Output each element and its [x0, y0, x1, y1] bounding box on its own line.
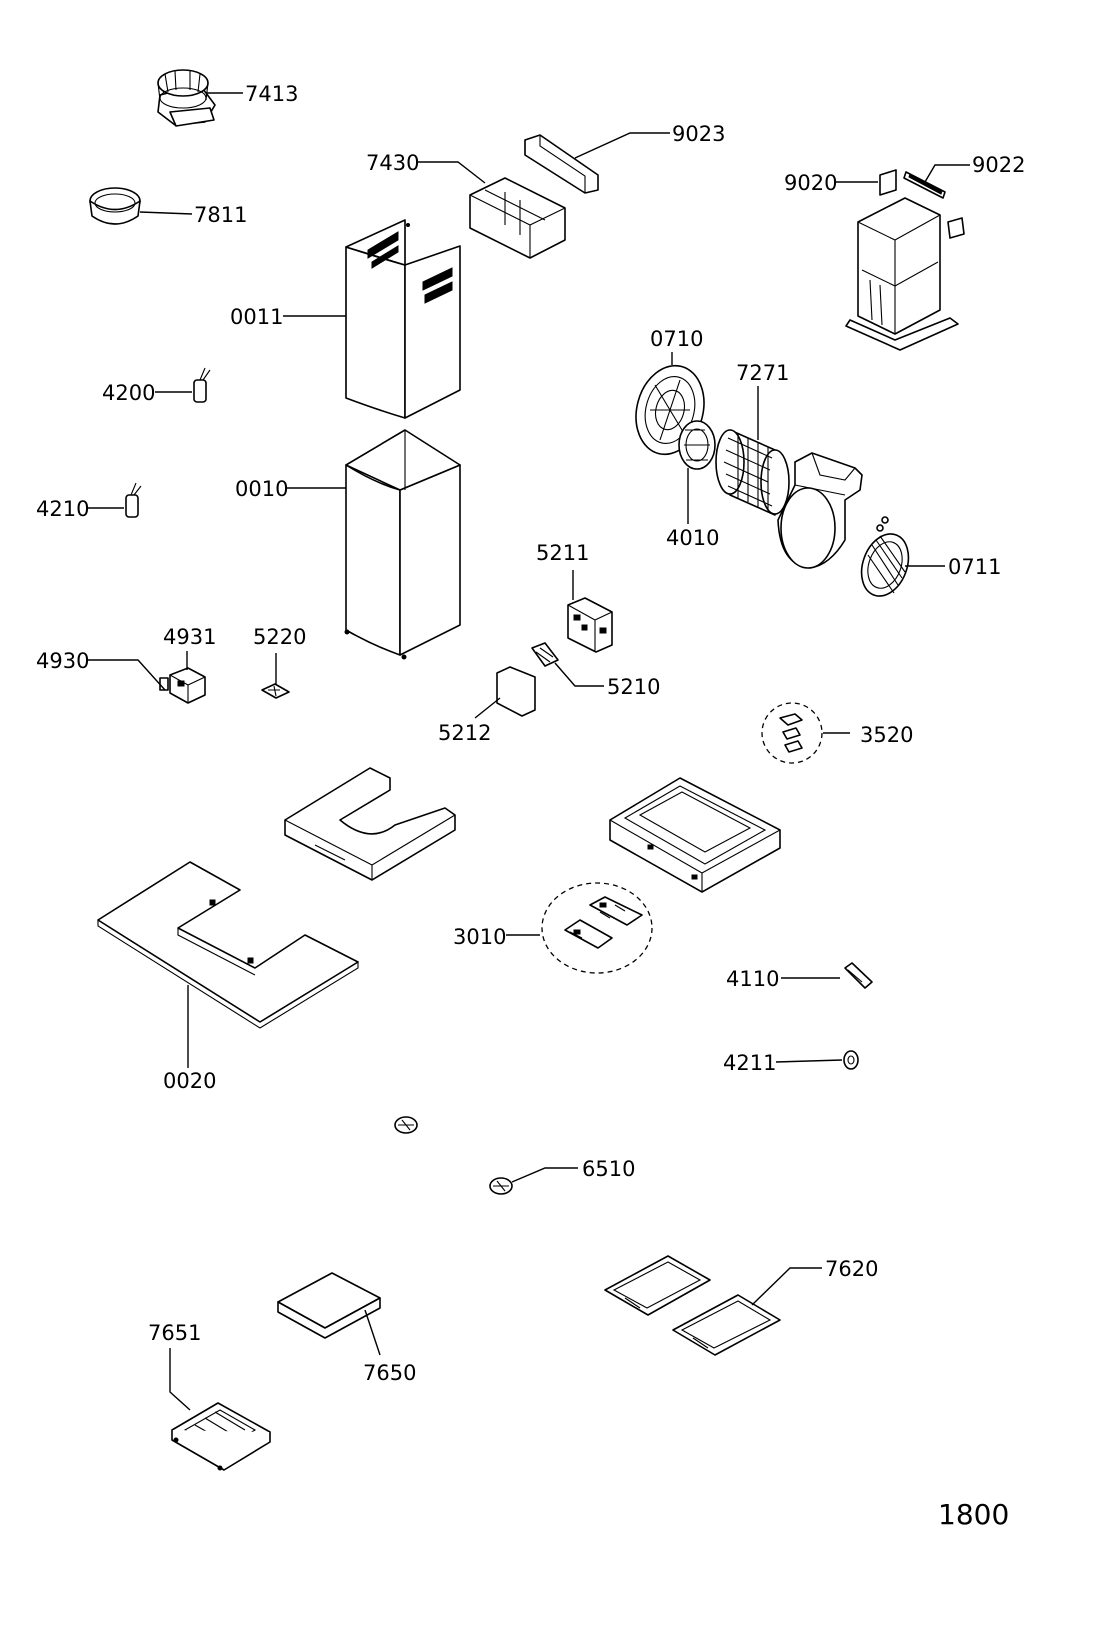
part-5212: 5212 [438, 666, 536, 745]
part-blower-housing [777, 452, 889, 569]
part-knob [394, 1116, 418, 1134]
part-3520: 3520 [761, 702, 913, 764]
label-9023: 9023 [672, 122, 725, 146]
label-7650: 7650 [363, 1361, 416, 1385]
label-4930: 4930 [36, 649, 89, 673]
part-9023: 9023 [524, 122, 725, 194]
part-7271-impeller: 7271 [715, 361, 790, 516]
part-0020: 0020 [97, 861, 359, 1093]
label-4010: 4010 [666, 526, 719, 550]
label-7413: 7413 [245, 82, 298, 106]
label-3520: 3520 [860, 723, 913, 747]
part-7620: 7620 [604, 1255, 878, 1356]
label-7811: 7811 [194, 203, 247, 227]
label-4110: 4110 [726, 967, 779, 991]
label-4931: 4931 [163, 625, 216, 649]
part-7811: 7811 [89, 187, 247, 227]
label-5212: 5212 [438, 721, 491, 745]
label-9020: 9020 [784, 171, 837, 195]
part-7430: 7430 [366, 151, 566, 259]
part-4211: 4211 [723, 1050, 859, 1075]
label-0020: 0020 [163, 1069, 216, 1093]
label-4210: 4210 [36, 497, 89, 521]
label-0710: 0710 [650, 327, 703, 351]
part-6510: 6510 [489, 1157, 635, 1195]
part-7651: 7651 [148, 1321, 271, 1471]
label-5210: 5210 [607, 675, 660, 699]
part-5210: 5210 [531, 642, 660, 699]
part-4210: 4210 [36, 482, 142, 521]
part-7413: 7413 [157, 69, 298, 127]
part-0010-lower-chimney: 0010 [235, 429, 461, 660]
part-0711: 0711 [860, 533, 1001, 597]
label-4211: 4211 [723, 1051, 776, 1075]
label-7271: 7271 [736, 361, 789, 385]
label-6510: 6510 [582, 1157, 635, 1181]
part-4110: 4110 [726, 962, 873, 991]
label-5211: 5211 [536, 541, 589, 565]
part-u-frame [284, 767, 456, 881]
part-4200: 4200 [102, 367, 211, 405]
label-7430: 7430 [366, 151, 419, 175]
label-7651: 7651 [148, 1321, 201, 1345]
label-0711: 0711 [948, 555, 1001, 579]
page-number: 1800 [938, 1498, 1009, 1531]
part-3010: 3010 [453, 882, 653, 974]
part-4010-motor: 4010 [666, 420, 719, 550]
label-9022: 9022 [972, 153, 1025, 177]
part-7650: 7650 [277, 1272, 416, 1385]
label-5220: 5220 [253, 625, 306, 649]
label-0010: 0010 [235, 477, 288, 501]
part-4930-4931: 4930 4931 [36, 625, 216, 704]
label-0011: 0011 [230, 305, 283, 329]
label-3010: 3010 [453, 925, 506, 949]
part-0011-upper-chimney: 0011 [230, 219, 461, 419]
part-lamp-panel [609, 777, 781, 893]
label-7620: 7620 [825, 1257, 878, 1281]
part-9020-9022-housing: 9020 9022 [784, 153, 1025, 351]
label-4200: 4200 [102, 381, 155, 405]
part-5211: 5211 [536, 541, 613, 653]
part-5220: 5220 [253, 625, 306, 699]
